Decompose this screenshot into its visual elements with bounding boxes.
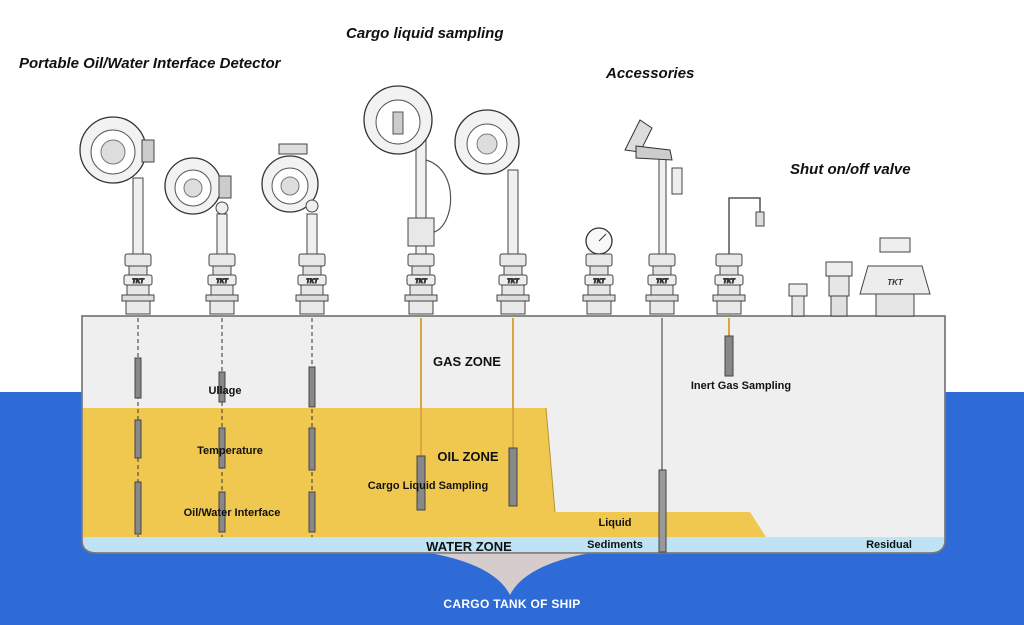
oil-zone-label: OIL ZONE [437,449,499,464]
cargo-sampling-heading: Cargo liquid sampling [346,25,504,42]
liquid-label: Liquid [598,517,632,529]
residual-label: Residual [866,539,912,551]
accessories-heading: Accessories [606,65,695,82]
pressure-gauge [582,227,616,315]
ullage-label: Ullage [208,385,242,397]
water-zone-label: WATER ZONE [426,539,512,554]
cargo-liquid-sampling-label: Cargo Liquid Sampling [367,480,489,492]
detector-1 [79,116,155,537]
shut-valve-2 [825,261,853,317]
sediments-label: Sediments [587,539,643,551]
gas-sampling-valve-icon [728,197,761,254]
keel [430,553,590,595]
interface-label: Oil/Water Interface [183,507,281,519]
sampling-gun [624,119,683,553]
sampler-2 [454,109,530,507]
sampling-gun-icon [624,119,653,153]
shut-valve-heading: Shut on/off valve [790,161,911,178]
shut-valve-1 [788,283,808,317]
portable-detector-heading: Portable Oil/Water Interface Detector [19,55,281,72]
temperature-label: Temperature [197,445,263,457]
svg-text:TKT: TKT [887,278,904,287]
gas-sampling-valve [712,197,765,377]
shut-valve-icon [788,283,808,297]
water-layer [83,537,944,552]
detector-2 [164,157,239,537]
shut-valve-3: TKT [859,237,931,317]
detector-3 [261,143,329,537]
sampler-1 [363,85,452,511]
cargo-tank-caption: CARGO TANK OF SHIP [443,597,581,611]
inert-gas-sampling-label: Inert Gas Sampling [690,380,792,392]
gas-zone-label: GAS ZONE [433,354,501,369]
